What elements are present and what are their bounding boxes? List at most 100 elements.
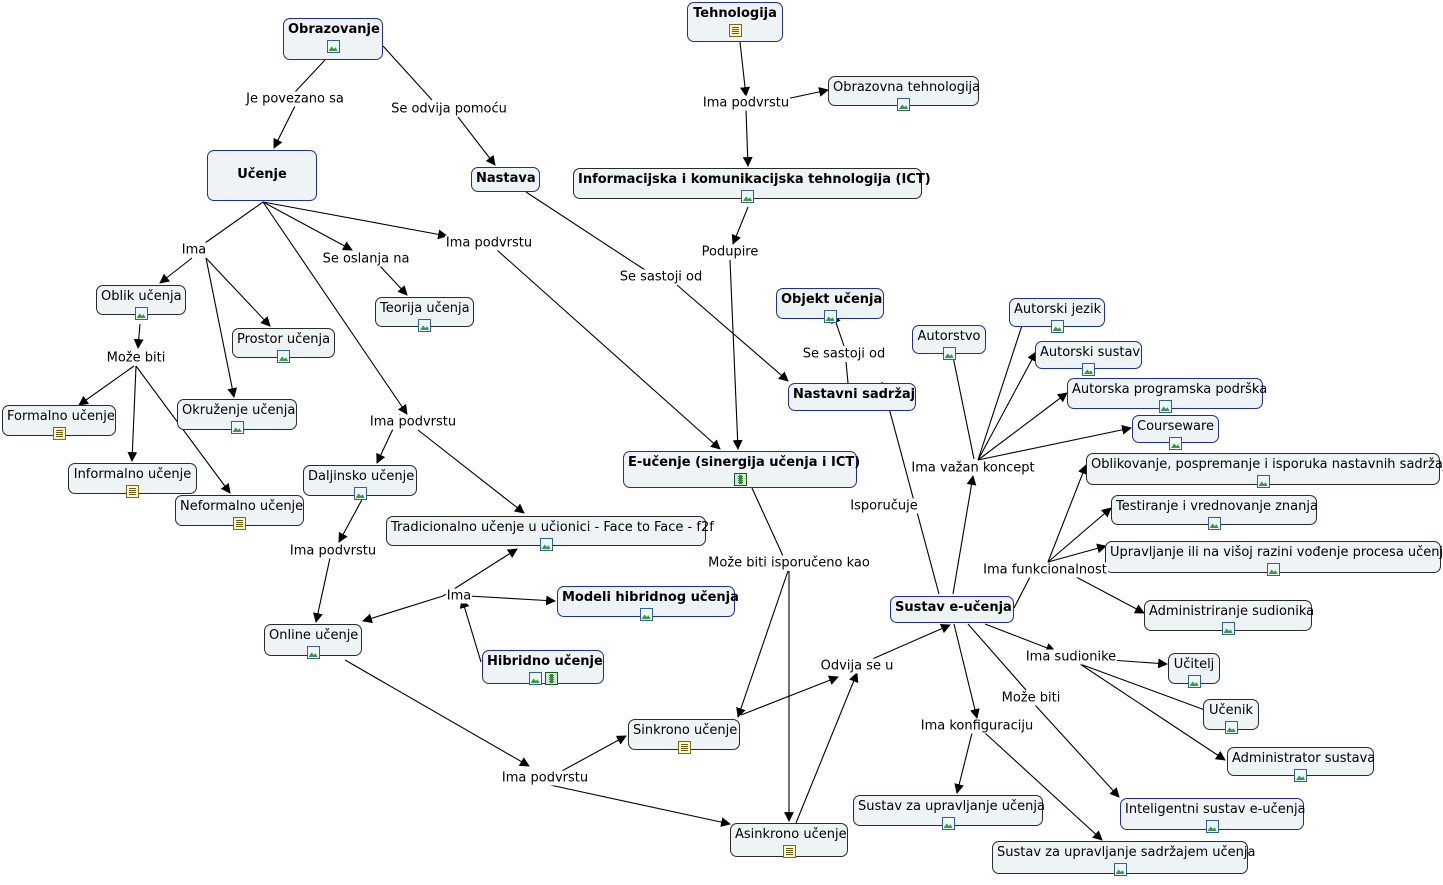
concept-node-administriranje[interactable]: Administriranje sudionika	[1144, 600, 1314, 635]
concept-node-prostor[interactable]: Prostor učenja	[232, 328, 335, 363]
concept-node-daljinsko[interactable]: Daljinsko učenje	[303, 465, 417, 500]
concept-node-obraz-teh[interactable]: Obrazovna tehnologija	[828, 76, 980, 111]
concept-node-ucitelj[interactable]: Učitelj	[1168, 653, 1220, 688]
concept-node-autorski-jezik[interactable]: Autorski jezik	[1009, 298, 1105, 333]
document-resource-icon[interactable]	[677, 741, 691, 754]
image-resource-icon[interactable]	[941, 817, 955, 830]
concept-node-autorstvo[interactable]: Autorstvo	[912, 325, 986, 360]
image-resource-icon[interactable]	[539, 538, 553, 551]
image-resource-icon[interactable]	[1224, 721, 1238, 734]
concept-node-oblik[interactable]: Oblik učenja	[96, 285, 186, 320]
linking-phrase[interactable]: Se odvija pomoću	[390, 101, 508, 117]
concept-node-informalno[interactable]: Informalno učenje	[68, 463, 197, 498]
image-resource-icon[interactable]	[1221, 622, 1235, 635]
image-resource-icon[interactable]	[942, 347, 956, 360]
concept-node-neformalno[interactable]: Neformalno učenje	[175, 495, 304, 530]
linking-phrase[interactable]: Se oslanja na	[321, 251, 411, 267]
linking-phrase[interactable]: Ima podvrstu	[368, 414, 458, 430]
linking-phrase[interactable]: Ima podvrstu	[444, 235, 534, 251]
concept-node-inteligentni[interactable]: Inteligentni sustav e-učenja	[1120, 798, 1306, 833]
concept-node-ucenje[interactable]: Učenje	[207, 150, 317, 201]
concept-node-testiranje[interactable]: Testiranje i vrednovanje znanja	[1111, 495, 1318, 530]
concept-node-ucenik[interactable]: Učenik	[1203, 699, 1259, 734]
concept-node-sustav[interactable]: Sustav e-učenja	[890, 596, 1014, 623]
image-resource-icon[interactable]	[741, 190, 754, 203]
image-resource-icon[interactable]	[1187, 675, 1201, 688]
video-resource-icon[interactable]	[733, 473, 747, 486]
concept-node-ict[interactable]: Informacijska i komunikacijska tehnologi…	[573, 168, 931, 203]
concept-node-modeli[interactable]: Modeli hibridnog učenja	[557, 586, 739, 621]
concept-node-okruzenje[interactable]: Okruženje učenja	[177, 399, 297, 434]
concept-node-objekt[interactable]: Objekt učenja	[776, 288, 884, 323]
concept-node-admin-sustava[interactable]: Administrator sustava	[1227, 747, 1375, 782]
linking-phrase[interactable]: Je povezano sa	[245, 91, 345, 107]
concept-node-obrazovanje[interactable]: Obrazovanje	[283, 18, 383, 60]
concept-node-sinkrono[interactable]: Sinkrono učenje	[628, 719, 740, 754]
image-resource-icon[interactable]	[639, 608, 653, 621]
linking-phrase[interactable]: Može biti	[1000, 690, 1062, 706]
concept-node-oblikovanje[interactable]: Oblikovanje, pospremanje i isporuka nast…	[1086, 453, 1443, 488]
concept-node-nastavni[interactable]: Nastavni sadržaj	[788, 383, 916, 411]
concept-label: Oblikovanje, pospremanje i isporuka nast…	[1091, 457, 1443, 472]
linking-phrase[interactable]: Ima	[180, 242, 208, 258]
concept-label: Formalno učenje	[7, 409, 115, 424]
concept-node-courseware[interactable]: Courseware	[1132, 415, 1219, 450]
image-resource-icon[interactable]	[134, 307, 148, 320]
linking-phrase[interactable]: Se sastoji od	[801, 346, 887, 362]
linking-phrase[interactable]: Odvija se u	[819, 658, 895, 674]
document-resource-icon[interactable]	[233, 517, 246, 530]
linking-phrase[interactable]: Može biti isporučeno kao	[707, 555, 871, 571]
image-resource-icon[interactable]	[897, 98, 910, 111]
image-resource-icon[interactable]	[1050, 320, 1064, 333]
image-resource-icon[interactable]	[1294, 769, 1307, 782]
concept-node-online[interactable]: Online učenje	[264, 624, 362, 659]
concept-node-autorski-sustav[interactable]: Autorski sustav	[1035, 341, 1142, 376]
image-resource-icon[interactable]	[418, 319, 431, 332]
concept-node-sustav-upr-sadrzajem[interactable]: Sustav za upravljanje sadržajem učenja	[992, 841, 1255, 876]
concept-node-nastava[interactable]: Nastava	[471, 167, 540, 192]
linking-phrase[interactable]: Podupire	[700, 244, 760, 260]
linking-phrase[interactable]: Ima podvrstu	[288, 543, 378, 559]
image-resource-icon[interactable]	[230, 421, 244, 434]
linking-phrase[interactable]: Se sastoji od	[618, 269, 704, 285]
image-resource-icon[interactable]	[353, 487, 367, 500]
document-resource-icon[interactable]	[782, 845, 796, 858]
linking-phrase[interactable]: Ima podvrstu	[701, 95, 791, 111]
linking-phrase[interactable]: Isporučuje	[849, 498, 919, 514]
concept-node-asinkrono[interactable]: Asinkrono učenje	[730, 823, 848, 858]
image-resource-icon[interactable]	[1158, 400, 1172, 413]
image-resource-icon[interactable]	[1266, 563, 1280, 576]
linking-phrase[interactable]: Ima podvrstu	[500, 770, 590, 786]
video-resource-icon[interactable]	[544, 672, 558, 685]
concept-node-eucenje[interactable]: E-učenje (sinergija učenja i ICT)	[623, 451, 860, 488]
concept-node-hibridno[interactable]: Hibridno učenje	[482, 650, 604, 685]
image-resource-icon[interactable]	[823, 310, 837, 323]
concept-node-tehnologija[interactable]: Tehnologija	[687, 2, 783, 42]
linking-phrase[interactable]: Ima	[445, 588, 473, 604]
concept-node-formalno[interactable]: Formalno učenje	[2, 405, 116, 440]
concept-node-autorska-prog[interactable]: Autorska programska podrška	[1067, 378, 1267, 413]
image-resource-icon[interactable]	[277, 350, 290, 363]
image-resource-icon[interactable]	[306, 646, 320, 659]
linking-phrase[interactable]: Ima funkcionalnost	[982, 562, 1108, 578]
linking-phrase[interactable]: Ima sudionike	[1024, 649, 1118, 665]
concept-node-tradicionalno[interactable]: Tradicionalno učenje u učionici - Face t…	[386, 516, 714, 551]
image-resource-icon[interactable]	[1169, 437, 1182, 450]
resource-icons	[833, 98, 974, 111]
linking-phrase[interactable]: Ima važan koncept	[910, 460, 1036, 476]
document-resource-icon[interactable]	[728, 24, 742, 37]
image-resource-icon[interactable]	[326, 40, 340, 53]
image-resource-icon[interactable]	[1207, 517, 1221, 530]
document-resource-icon[interactable]	[126, 485, 139, 498]
image-resource-icon[interactable]	[1205, 820, 1219, 833]
image-resource-icon[interactable]	[1113, 863, 1127, 876]
linking-phrase[interactable]: Može biti	[105, 350, 167, 366]
concept-node-sustav-upr-ucenja[interactable]: Sustav za upravljanje učenja	[853, 795, 1045, 830]
image-resource-icon[interactable]	[1256, 475, 1270, 488]
image-resource-icon[interactable]	[528, 672, 542, 685]
linking-phrase[interactable]: Ima konfiguraciju	[919, 718, 1035, 734]
image-resource-icon[interactable]	[1082, 363, 1095, 376]
document-resource-icon[interactable]	[52, 427, 66, 440]
concept-node-upravljanje[interactable]: Upravljanje ili na višoj razini vođenje …	[1105, 541, 1443, 576]
concept-node-teorija[interactable]: Teorija učenja	[375, 297, 474, 332]
